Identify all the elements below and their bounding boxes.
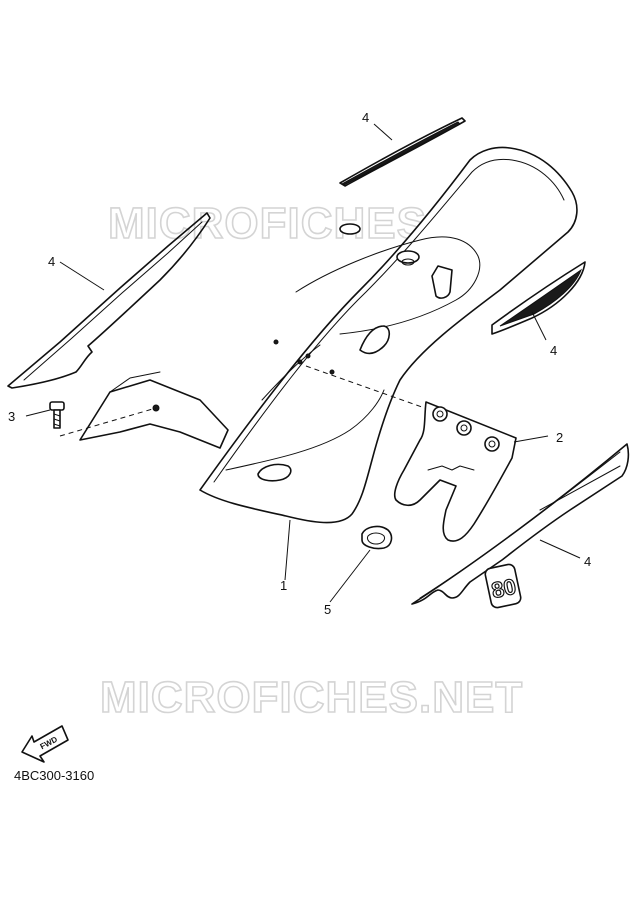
stripe-left-part[interactable] [7, 212, 211, 389]
callout-4-bottom: 4 [584, 554, 591, 569]
assembly-line-bolt [59, 407, 157, 437]
callout-4-right: 4 [550, 343, 557, 358]
inner-panel-part[interactable] [393, 401, 517, 542]
bolt-part[interactable] [49, 401, 65, 429]
stripe-right-part[interactable] [491, 261, 586, 335]
callout-4-top: 4 [362, 110, 369, 125]
mounting-bracket [79, 371, 229, 449]
callout-1: 1 [280, 578, 287, 593]
callout-4-left: 4 [48, 254, 55, 269]
stripe-top-part[interactable] [339, 117, 466, 187]
grommet-part[interactable] [361, 525, 393, 550]
watermark-bottom: MICROFICHES.NET [100, 673, 523, 722]
forward-arrow-icon: FWD [21, 725, 69, 763]
badge-80-text: 80 [489, 574, 518, 604]
diagram-code: 4BC300-3160 [14, 768, 95, 783]
callout-2: 2 [556, 430, 563, 445]
rear-fender-part[interactable] [199, 146, 578, 524]
callout-3: 3 [8, 409, 15, 424]
assembly-line-fender [305, 365, 437, 413]
callout-5: 5 [324, 602, 331, 617]
decal-bottom-part[interactable]: 80 [411, 443, 630, 609]
